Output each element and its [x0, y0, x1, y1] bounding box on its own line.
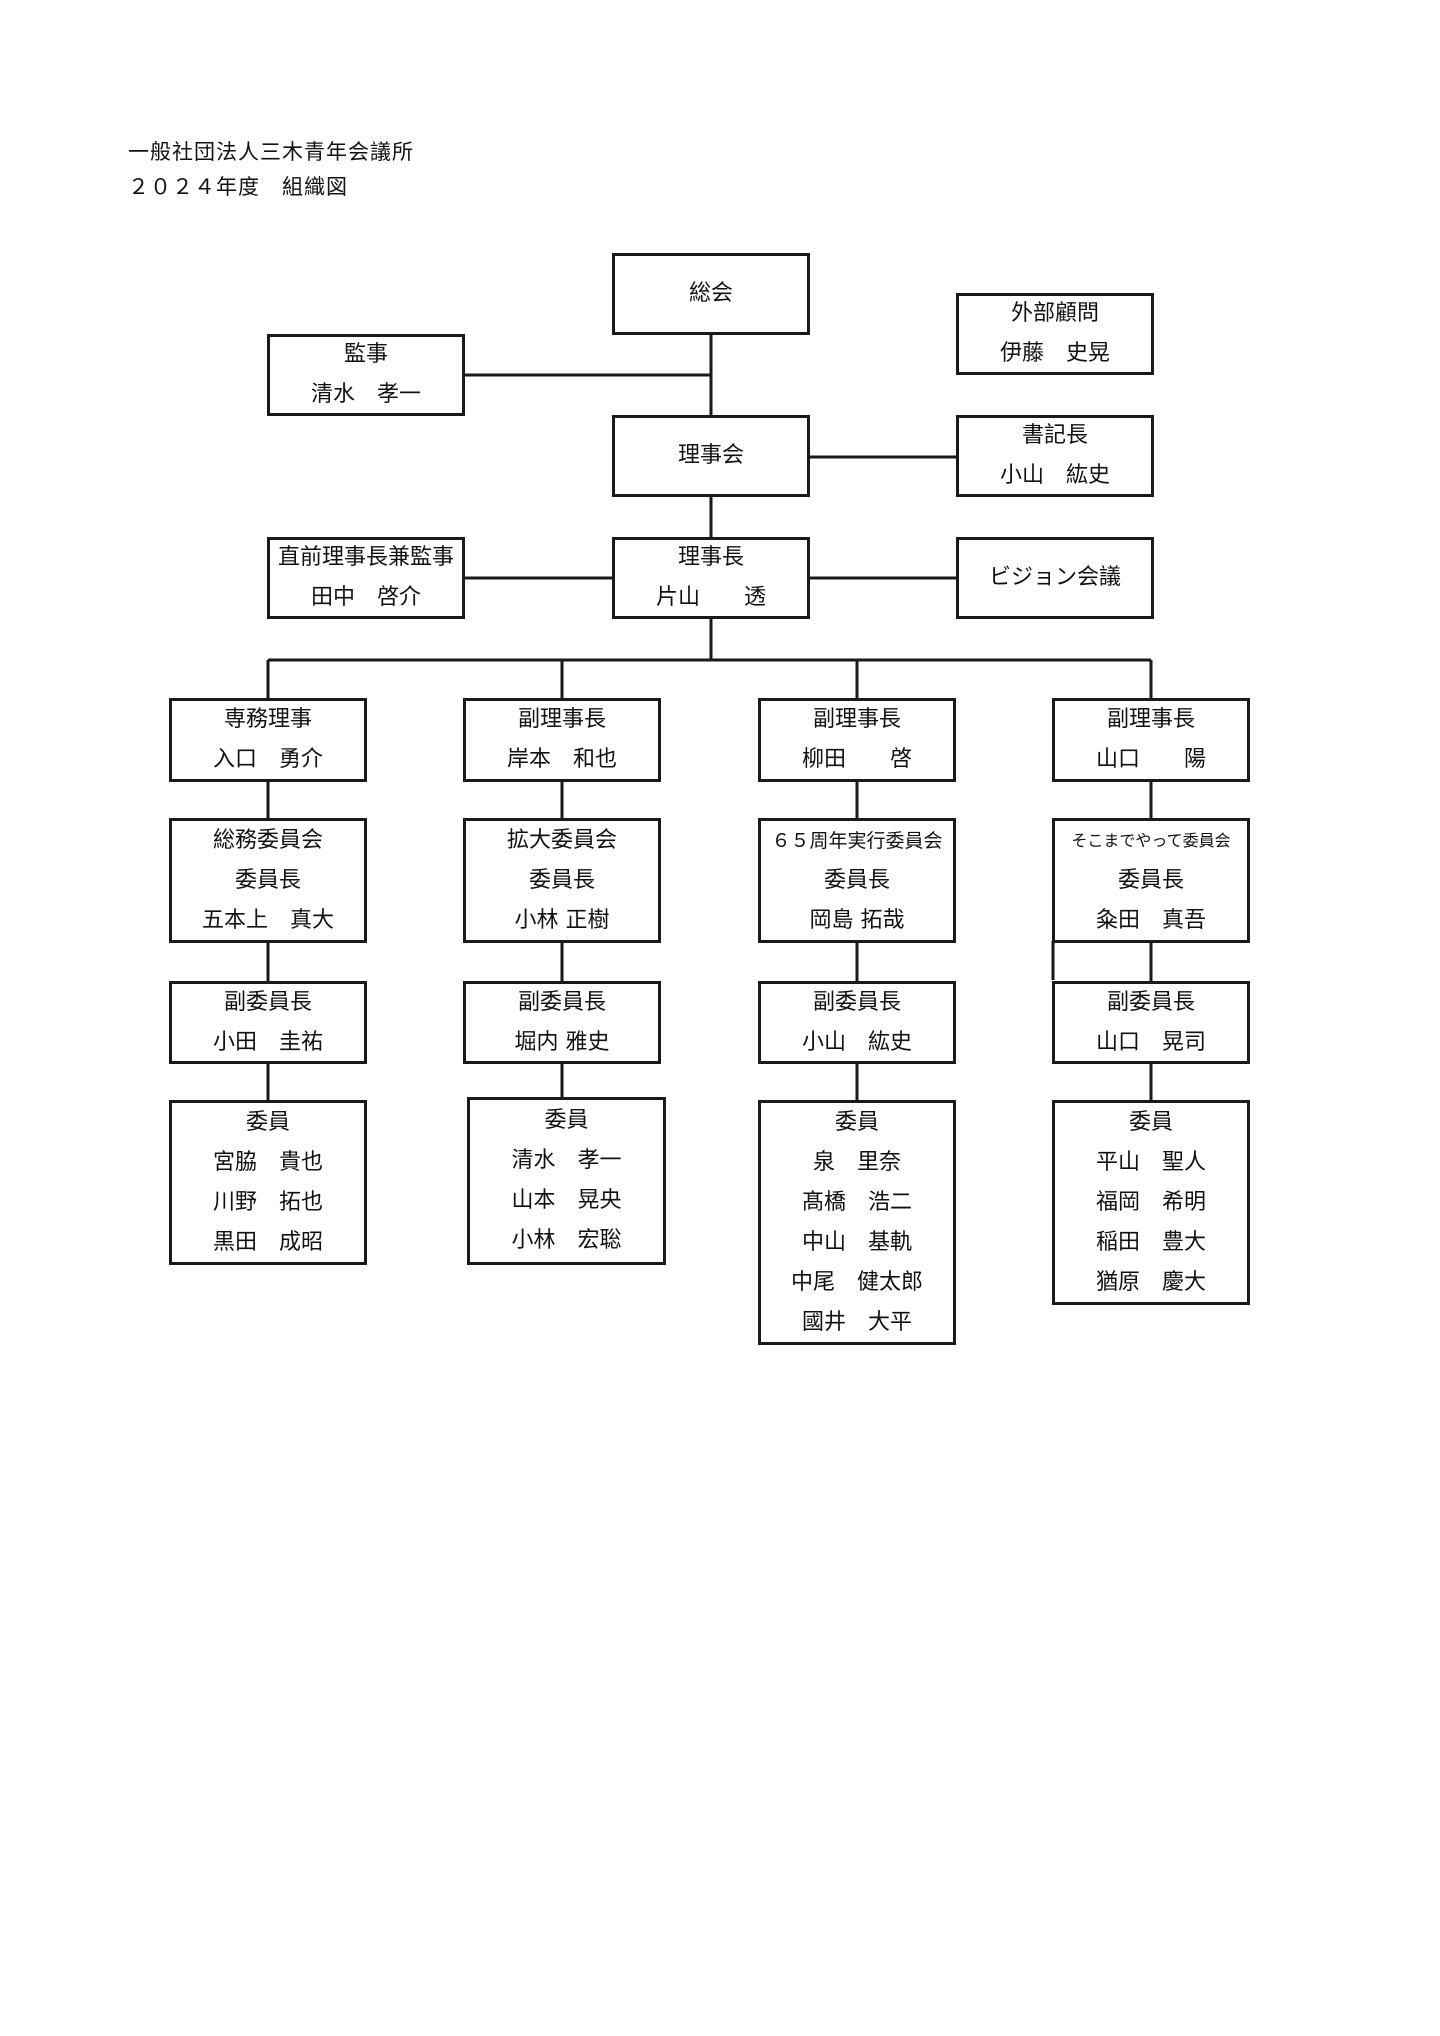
- box-title: 副理事長: [812, 707, 901, 732]
- box-line: 猶原 慶大: [1095, 1269, 1206, 1295]
- box-line: 小林 正樹: [514, 907, 610, 933]
- general-affairs-committee-box: 総務委員会委員長五本上 真大: [169, 818, 367, 943]
- box-line: 委員長: [234, 867, 301, 893]
- box-line: 山本 晃央: [511, 1188, 622, 1213]
- box-line: 山口 晃司: [1095, 1029, 1206, 1055]
- box-title: ６５周年実行委員会: [771, 829, 943, 852]
- box-title: そこまでやって委員会: [1071, 830, 1231, 850]
- box-line: 委員長: [528, 867, 595, 893]
- box-line: 五本上 真大: [201, 907, 334, 933]
- box-title: 監事: [343, 342, 388, 367]
- auditor-box: 監事清水 孝一: [267, 334, 465, 416]
- vice-chair-1-box: 副委員長小田 圭祐: [169, 981, 367, 1064]
- members-4-box: 委員平山 聖人福岡 希明稲田 豊大猶原 慶大: [1052, 1100, 1250, 1305]
- box-title: 委員: [245, 1109, 290, 1135]
- box-line: 川野 拓也: [212, 1189, 323, 1215]
- box-line: 田中 啓介: [310, 585, 421, 610]
- box-line: 柳田 啓: [801, 747, 912, 772]
- box-title: 副委員長: [223, 989, 312, 1015]
- box-title: 外部顧問: [1010, 301, 1099, 326]
- box-line: 小山 紘史: [999, 463, 1110, 488]
- box-line: 福岡 希明: [1095, 1189, 1206, 1215]
- secretary-general-box: 書記長小山 紘史: [956, 415, 1154, 497]
- board-of-directors-box: 理事会: [612, 415, 810, 497]
- box-title: 副委員長: [517, 989, 606, 1015]
- box-line: 清水 孝一: [511, 1148, 622, 1173]
- box-title: ビジョン会議: [988, 565, 1121, 590]
- box-title: 委員: [1128, 1109, 1173, 1135]
- expansion-committee-box: 拡大委員会委員長小林 正樹: [463, 818, 661, 943]
- chart-subtitle: ２０２４年度 組織図: [128, 175, 348, 199]
- vice-president-2-box: 副理事長柳田 啓: [758, 698, 956, 782]
- box-title: 総務委員会: [212, 827, 323, 853]
- box-line: 岡島 拓哉: [809, 907, 905, 933]
- vice-president-3-box: 副理事長山口 陽: [1052, 698, 1250, 782]
- box-line: 黒田 成昭: [212, 1229, 323, 1255]
- general-assembly-box: 総会: [612, 253, 810, 335]
- box-title: 総会: [688, 281, 733, 306]
- box-line: 委員長: [823, 867, 890, 893]
- box-line: 片山 透: [655, 585, 766, 610]
- box-line: 小山 紘史: [801, 1029, 912, 1055]
- box-line: 泉 里奈: [812, 1149, 901, 1175]
- vice-chair-3-box: 副委員長小山 紘史: [758, 981, 956, 1064]
- external-advisor-box: 外部顧問伊藤 史晃: [956, 293, 1154, 375]
- box-line: 清水 孝一: [310, 382, 421, 407]
- box-title: 直前理事長兼監事: [277, 545, 454, 570]
- box-title: 専務理事: [223, 707, 312, 732]
- members-1-box: 委員宮脇 貴也川野 拓也黒田 成昭: [169, 1100, 367, 1265]
- box-title: 書記長: [1021, 423, 1088, 448]
- members-2-box: 委員清水 孝一山本 晃央小林 宏聡: [467, 1097, 666, 1265]
- box-line: 國井 大平: [801, 1309, 912, 1335]
- box-line: 中山 基軌: [801, 1229, 912, 1255]
- box-title: 副理事長: [1106, 707, 1195, 732]
- box-title: 理事会: [677, 443, 744, 468]
- box-title: 副理事長: [517, 707, 606, 732]
- members-3-box: 委員泉 里奈髙橋 浩二中山 基軌中尾 健太郎國井 大平: [758, 1100, 956, 1345]
- box-title: 副委員長: [812, 989, 901, 1015]
- box-line: 平山 聖人: [1095, 1149, 1206, 1175]
- org-name: 一般社団法人三木青年会議所: [128, 140, 414, 164]
- vice-president-1-box: 副理事長岸本 和也: [463, 698, 661, 782]
- executive-director-box: 専務理事入口 勇介: [169, 698, 367, 782]
- former-president-auditor-box: 直前理事長兼監事田中 啓介: [267, 537, 465, 619]
- box-line: 山口 陽: [1095, 747, 1206, 772]
- box-line: 小林 宏聡: [511, 1228, 622, 1253]
- box-title: 委員: [834, 1109, 879, 1135]
- box-line: 入口 勇介: [212, 747, 323, 772]
- box-title: 理事長: [677, 545, 744, 570]
- box-line: 委員長: [1117, 867, 1184, 893]
- box-line: 伊藤 史晃: [999, 341, 1110, 366]
- box-title: 副委員長: [1106, 989, 1195, 1015]
- box-title: 拡大委員会: [506, 827, 617, 853]
- vision-council-box: ビジョン会議: [956, 537, 1154, 619]
- box-line: 堀内 雅史: [514, 1029, 610, 1055]
- box-line: 稲田 豊大: [1095, 1229, 1206, 1255]
- box-line: 髙橋 浩二: [801, 1189, 912, 1215]
- box-line: 中尾 健太郎: [790, 1269, 923, 1295]
- president-box: 理事長片山 透: [612, 537, 810, 619]
- vice-chair-4-box: 副委員長山口 晃司: [1052, 981, 1250, 1064]
- box-line: 粂田 真吾: [1095, 907, 1206, 933]
- box-title: 委員: [544, 1108, 589, 1133]
- vice-chair-2-box: 副委員長堀内 雅史: [463, 981, 661, 1064]
- box-line: 岸本 和也: [506, 747, 617, 772]
- sokomade-committee-box: そこまでやって委員会委員長粂田 真吾: [1052, 818, 1250, 943]
- box-line: 宮脇 貴也: [212, 1149, 323, 1175]
- box-line: 小田 圭祐: [212, 1029, 323, 1055]
- anniversary-committee-box: ６５周年実行委員会委員長岡島 拓哉: [758, 818, 956, 943]
